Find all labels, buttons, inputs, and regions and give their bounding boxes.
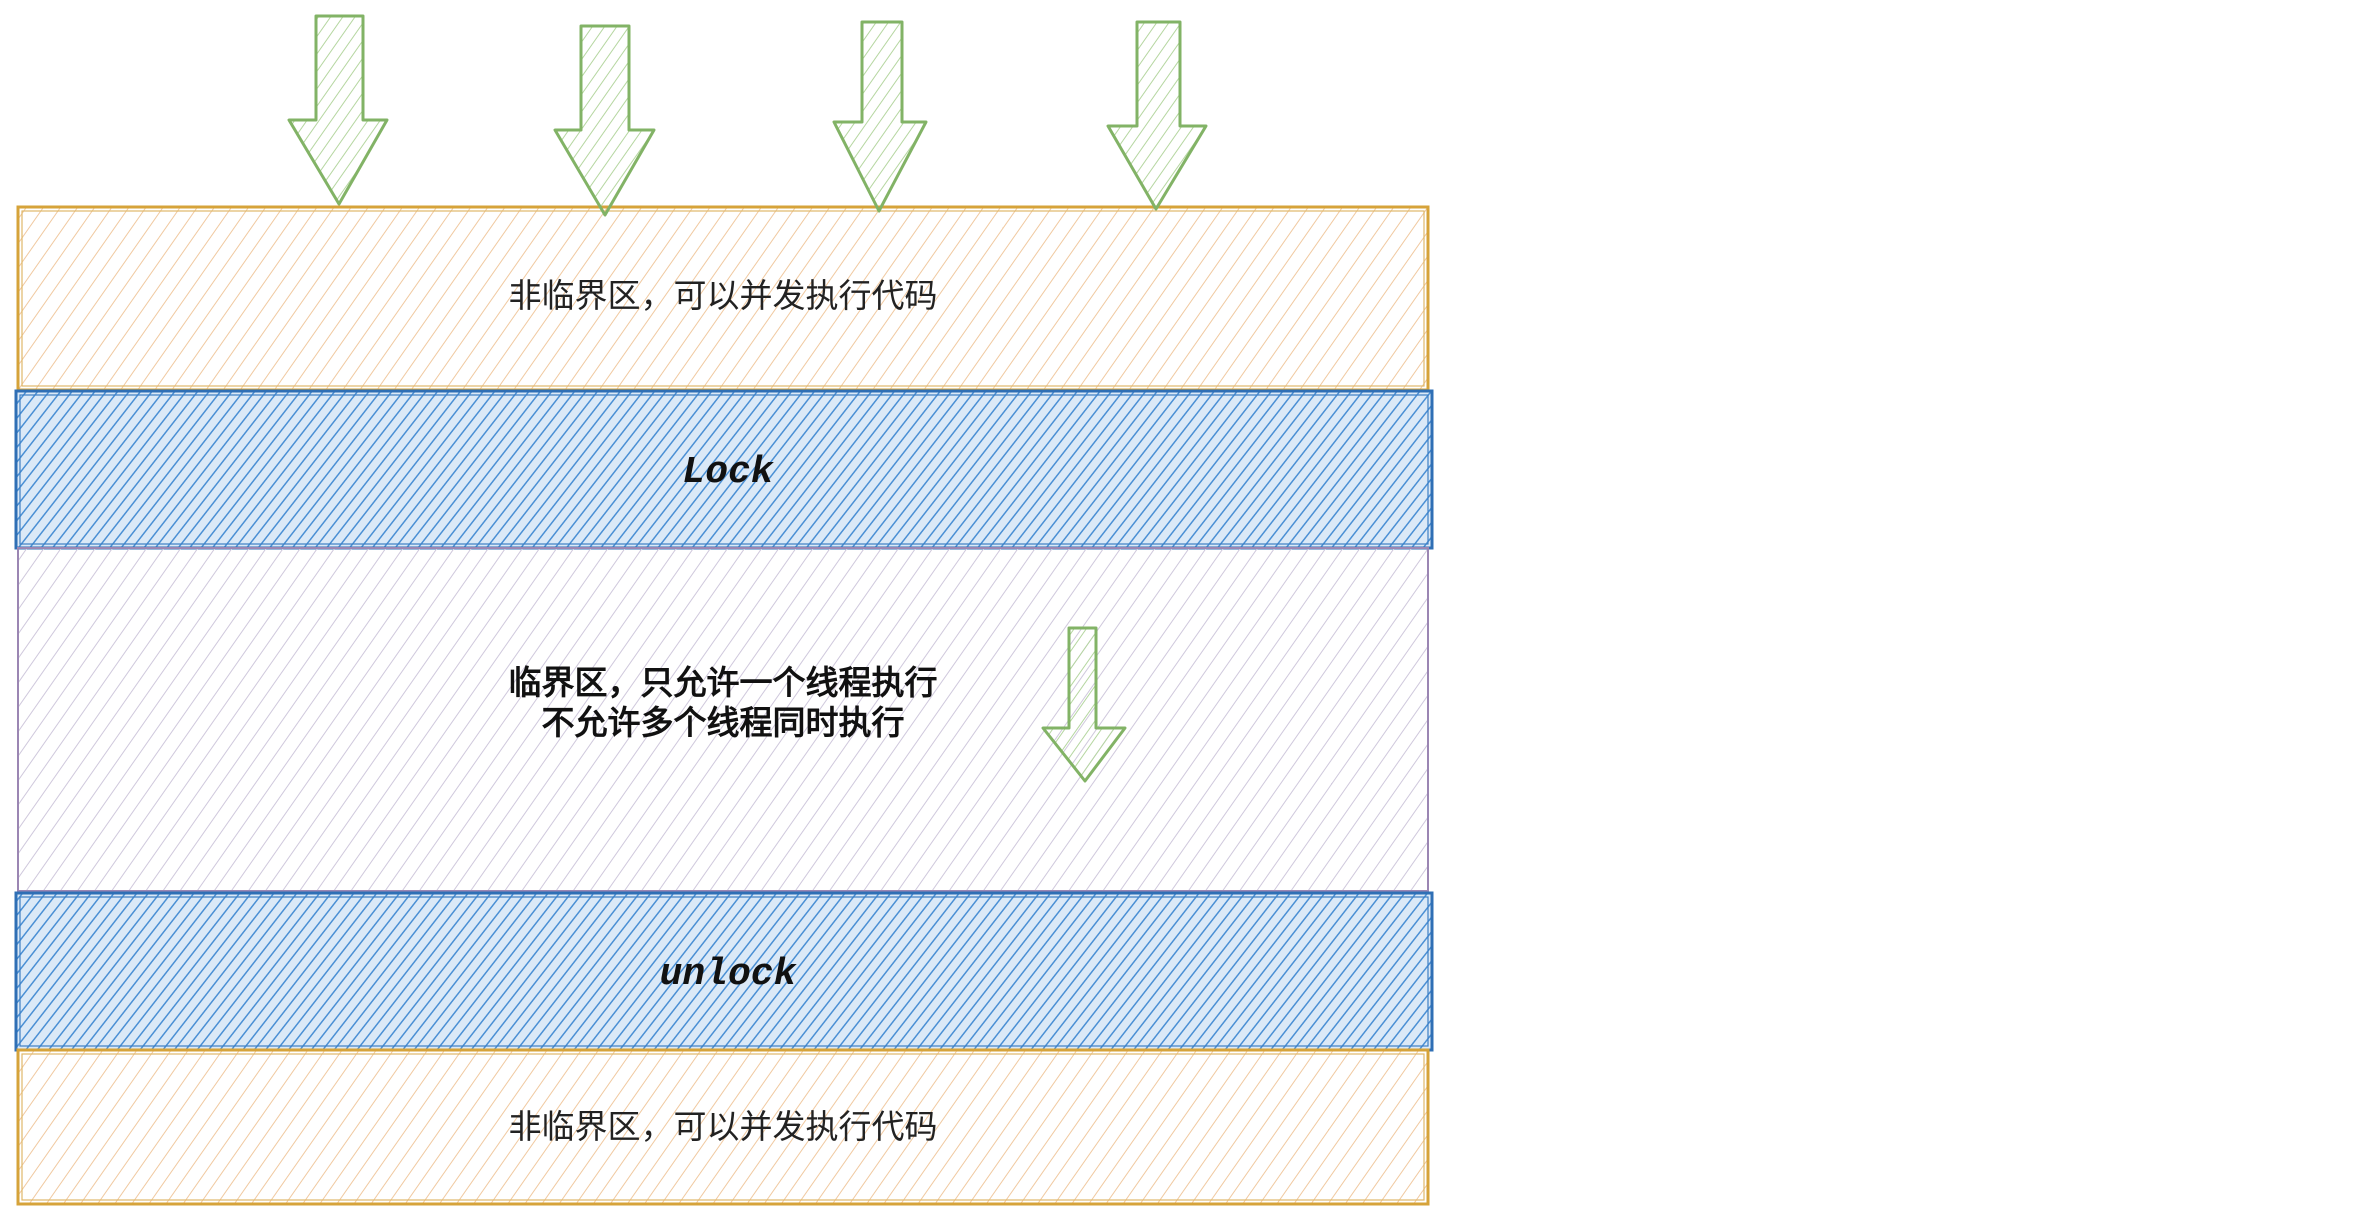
unlock-label: unlock (660, 953, 798, 996)
region-top-noncritical: 非临界区，可以并发执行代码 (16, 205, 1430, 392)
region-lock: Lock (14, 389, 1434, 550)
down-arrow-icon (553, 24, 656, 217)
region-critical: 临界区，只允许一个线程执行 不允许多个线程同时执行 (17, 547, 1429, 892)
top-noncritical-label: 非临界区，可以并发执行代码 (509, 276, 938, 315)
region-unlock: unlock (14, 891, 1434, 1052)
region-bottom-noncritical: 非临界区，可以并发执行代码 (16, 1048, 1430, 1206)
down-arrow-icon (1106, 20, 1208, 211)
down-arrow-icon (1041, 626, 1127, 783)
bottom-noncritical-label: 非临界区，可以并发执行代码 (509, 1107, 938, 1146)
critical-label-line1: 临界区，只允许一个线程执行 (509, 663, 938, 702)
down-arrow-icon (287, 14, 389, 206)
down-arrow-icon (832, 20, 928, 213)
lock-label: Lock (682, 451, 774, 494)
critical-label-line2: 不允许多个线程同时执行 (542, 703, 905, 742)
